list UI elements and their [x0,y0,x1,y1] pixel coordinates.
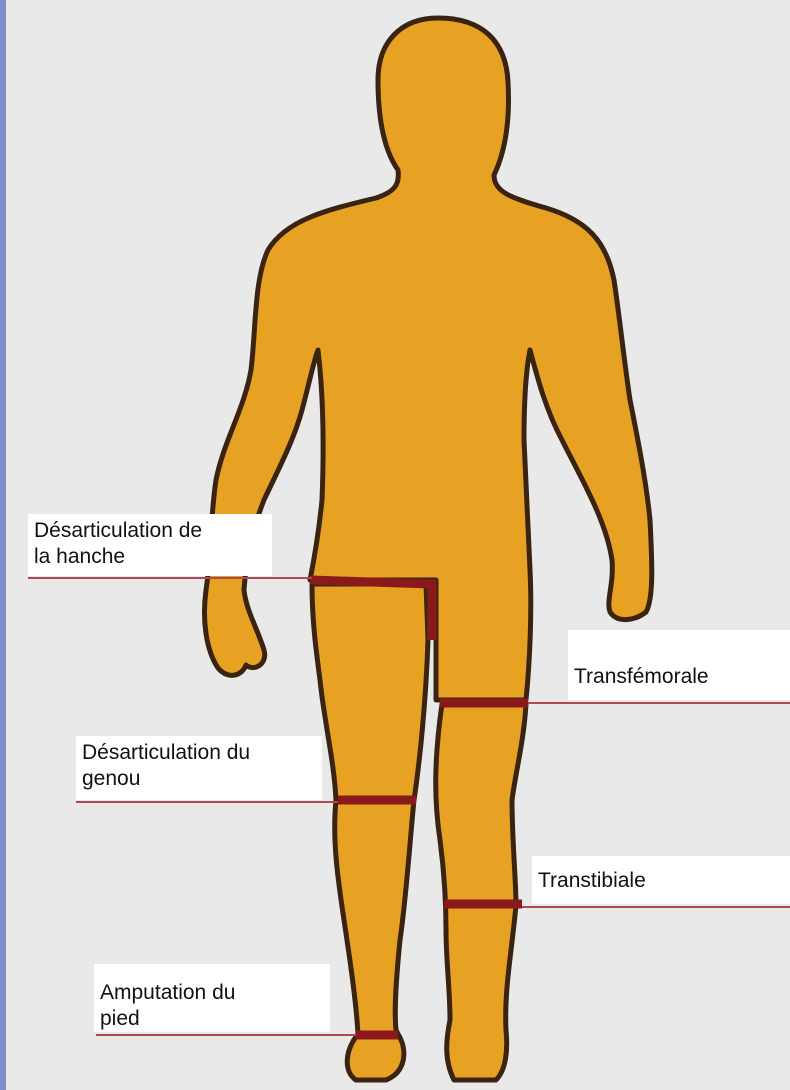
transtibial-label: Transtibiale [532,856,790,904]
hip-leader-line [28,577,312,579]
knee-leader-line [76,801,338,803]
foot-leader-line [96,1034,356,1036]
knee-disarticulation-label: Désarticulation du genou [76,736,322,800]
transtibial-leader-line [522,906,790,908]
transfemoral-label: Transfémorale [568,630,790,700]
hip-disarticulation-label: Désarticulation de la hanche [28,514,272,576]
foot-amputation-label: Amputation du pied [94,964,330,1032]
left-leg [436,704,526,1080]
transfemoral-leader-line [528,702,790,704]
